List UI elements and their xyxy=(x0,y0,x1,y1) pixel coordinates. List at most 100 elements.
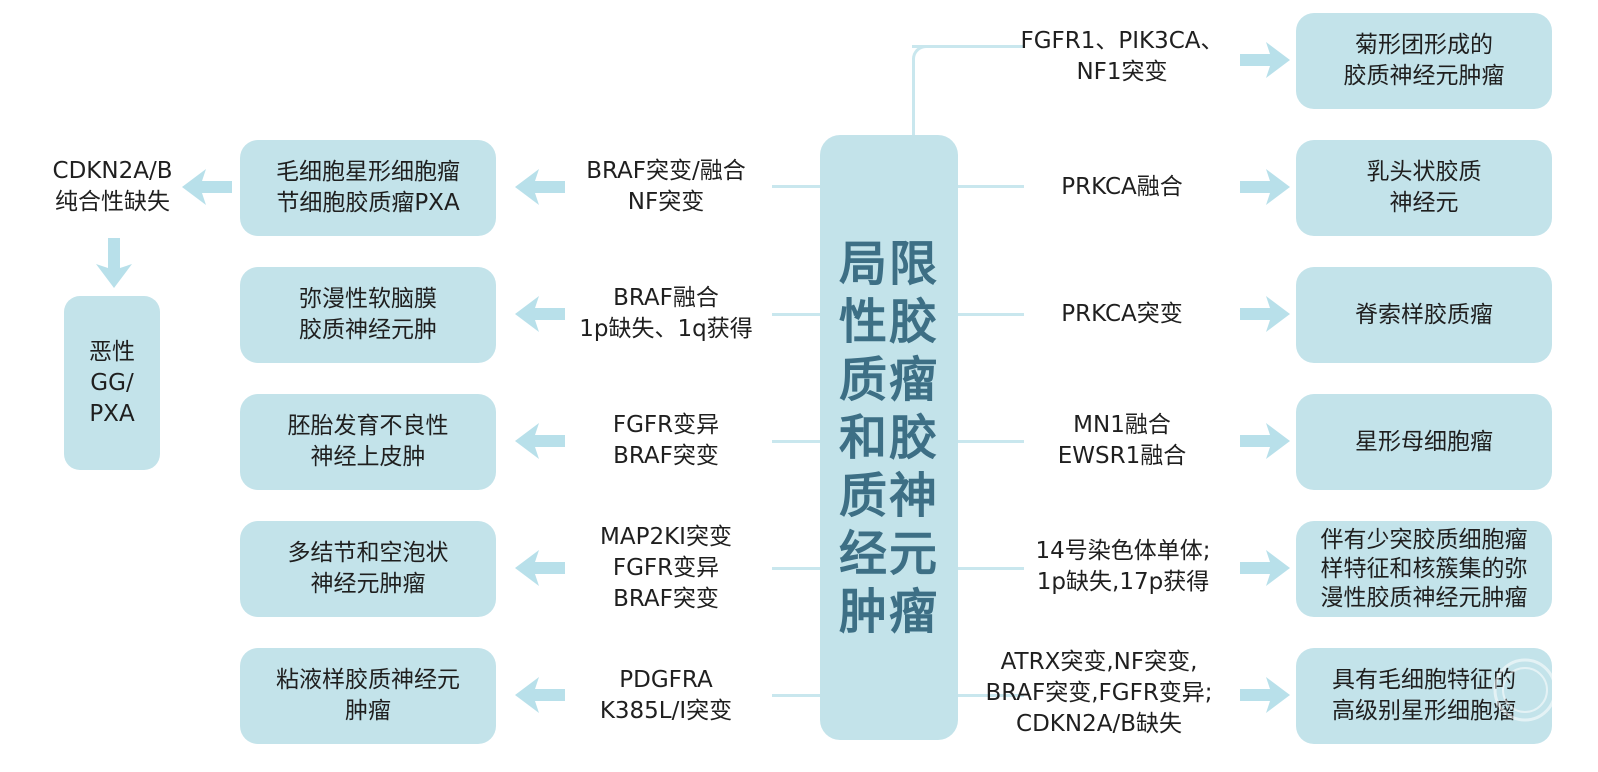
left-alteration-1-line-1: BRAF突变/融合 xyxy=(586,158,746,184)
right-alteration-2-line-1: PRKCA融合 xyxy=(1061,173,1183,200)
left-arrow-1-icon xyxy=(515,169,565,205)
left-alteration-2-line-1: BRAF融合 xyxy=(613,285,719,311)
right-box-1: 菊形团形成的 胶质神经元肿瘤 xyxy=(1296,13,1552,109)
left-alteration-5: PDGFRA K385L/I突变 xyxy=(560,664,772,728)
right-box-3: 脊索样胶质瘤 xyxy=(1296,267,1552,363)
left-box-4-line-2: 神经元肿瘤 xyxy=(310,571,426,597)
right-arrow-1-icon xyxy=(1240,42,1290,78)
right-alteration-1: FGFR1、PIK3CA、 NF1突变 xyxy=(1020,25,1223,89)
right-alteration-6-line-1: ATRX突变,NF突变, xyxy=(1000,648,1198,675)
connector-top-horizontal xyxy=(912,45,1024,48)
left-box-5-line-1: 粘液样胶质神经元 xyxy=(276,667,460,693)
right-arrow-6-icon xyxy=(1240,677,1290,713)
connector-right-5 xyxy=(958,567,1024,570)
left-alteration-4-line-2: FGFR变异 xyxy=(612,554,720,581)
left-box-2: 弥漫性软脑膜 胶质神经元肿 xyxy=(240,267,496,363)
left-alteration-3-line-1: FGFR变异 xyxy=(612,412,720,438)
center-node: 局限性胶质瘤和胶质神经元肿瘤 xyxy=(820,135,958,740)
left-alteration-1: BRAF突变/融合 NF突变 xyxy=(560,155,772,219)
left-arrow-4-icon xyxy=(515,550,565,586)
right-alteration-4-line-2: EWSR1融合 xyxy=(1057,443,1187,469)
right-box-2: 乳头状胶质 神经元 xyxy=(1296,140,1552,236)
connector-left-5 xyxy=(772,694,820,697)
left-box-1-line-1: 毛细胞星形细胞瘤 xyxy=(276,159,460,185)
left-alteration-1-line-2: NF突变 xyxy=(627,189,705,215)
right-alteration-5-line-1: 14号染色体单体; xyxy=(1035,538,1211,564)
right-box-4-line-1: 星形母细胞瘤 xyxy=(1355,428,1493,455)
malignant-box-line-1: 恶性 xyxy=(89,338,135,365)
progression-down-arrow-icon xyxy=(96,238,132,288)
left-arrow-3-icon xyxy=(515,423,565,459)
right-alteration-5: 14号染色体单体; 1p缺失,17p获得 xyxy=(1014,535,1232,599)
right-arrow-3-icon xyxy=(1240,296,1290,332)
right-alteration-4-line-1: MN1融合 xyxy=(1073,412,1171,438)
left-alteration-5-line-1: PDGFRA xyxy=(619,667,713,693)
right-arrow-5-icon xyxy=(1240,550,1290,586)
right-alteration-1-line-1: FGFR1、PIK3CA、 xyxy=(1020,28,1224,54)
left-alteration-4-line-3: BRAF突变 xyxy=(613,585,719,612)
progression-left-arrow-icon xyxy=(182,169,232,205)
connector-left-2 xyxy=(772,313,820,316)
left-arrow-2-icon xyxy=(515,296,565,332)
left-alteration-4-line-1: MAP2KI突变 xyxy=(600,523,732,550)
right-box-3-line-1: 脊索样胶质瘤 xyxy=(1355,301,1493,328)
progression-text: CDKN2A/B 纯合性缺失 xyxy=(40,155,185,219)
right-alteration-1-line-2: NF1突变 xyxy=(1076,59,1168,85)
left-box-5-line-2: 肿瘤 xyxy=(345,698,391,724)
left-arrow-5-icon xyxy=(515,677,565,713)
connector-left-1 xyxy=(772,185,820,188)
connector-left-3 xyxy=(772,440,820,443)
right-box-1-line-2: 胶质神经元肿瘤 xyxy=(1343,63,1505,89)
progression-text-line-1: CDKN2A/B xyxy=(52,158,173,184)
right-arrow-2-icon xyxy=(1240,169,1290,205)
left-box-1: 毛细胞星形细胞瘤 节细胞胶质瘤PXA xyxy=(240,140,496,236)
left-box-2-line-2: 胶质神经元肿 xyxy=(299,317,437,343)
connector-right-3 xyxy=(958,313,1024,316)
right-box-4: 星形母细胞瘤 xyxy=(1296,394,1552,490)
right-box-5-line-3: 漫性胶质神经元肿瘤 xyxy=(1320,584,1528,611)
right-alteration-5-line-2: 1p缺失,17p获得 xyxy=(1036,569,1210,595)
malignant-box-line-2: GG/ xyxy=(90,369,134,396)
left-box-5: 粘液样胶质神经元 肿瘤 xyxy=(240,648,496,744)
malignant-box: 恶性 GG/ PXA xyxy=(64,296,160,470)
left-alteration-2: BRAF融合 1p缺失、1q获得 xyxy=(560,282,772,346)
right-alteration-6-line-3: CDKN2A/B缺失 xyxy=(1016,710,1182,737)
right-arrow-4-icon xyxy=(1240,423,1290,459)
right-box-5: 伴有少突胶质细胞瘤 样特征和核簇集的弥 漫性胶质神经元肿瘤 xyxy=(1296,521,1552,617)
connector-left-4 xyxy=(772,567,820,570)
right-alteration-6-line-2: BRAF突变,FGFR变异; xyxy=(985,679,1213,706)
right-alteration-3-line-1: PRKCA突变 xyxy=(1061,300,1183,327)
left-alteration-3-line-2: BRAF突变 xyxy=(613,443,719,469)
left-alteration-2-line-2: 1p缺失、1q获得 xyxy=(579,316,753,342)
right-box-2-line-1: 乳头状胶质 xyxy=(1366,159,1482,185)
connector-right-4 xyxy=(958,440,1024,443)
left-alteration-4: MAP2KI突变 FGFR变异 BRAF突变 xyxy=(560,520,772,616)
right-alteration-2: PRKCA融合 xyxy=(1024,171,1220,203)
left-box-1-line-2: 节细胞胶质瘤PXA xyxy=(276,190,460,216)
left-box-3-line-1: 胚胎发育不良性 xyxy=(287,413,449,439)
left-box-2-line-1: 弥漫性软脑膜 xyxy=(299,286,437,312)
connector-right-2 xyxy=(958,185,1024,188)
right-alteration-4: MN1融合 EWSR1融合 xyxy=(1024,409,1220,473)
right-alteration-6: ATRX突变,NF突变, BRAF突变,FGFR变异; CDKN2A/B缺失 xyxy=(966,645,1232,741)
right-box-1-line-1: 菊形团形成的 xyxy=(1355,32,1493,58)
left-alteration-3: FGFR变异 BRAF突变 xyxy=(560,409,772,473)
watermark-logo-icon xyxy=(1493,658,1557,722)
left-box-3: 胚胎发育不良性 神经上皮肿 xyxy=(240,394,496,490)
malignant-box-line-3: PXA xyxy=(89,400,135,427)
connector-right-6 xyxy=(958,694,1024,697)
connector-top-corner xyxy=(912,45,931,64)
center-node-label: 局限性胶质瘤和胶质神经元肿瘤 xyxy=(838,235,939,640)
right-box-6-line-2: 高级别星形细胞瘤 xyxy=(1332,698,1516,724)
right-box-5-line-2: 样特征和核簇集的弥 xyxy=(1320,555,1528,582)
left-box-4: 多结节和空泡状 神经元肿瘤 xyxy=(240,521,496,617)
right-alteration-3: PRKCA突变 xyxy=(1024,298,1220,330)
right-box-6-line-1: 具有毛细胞特征的 xyxy=(1332,667,1516,693)
connector-top-vertical xyxy=(912,58,915,136)
left-alteration-5-line-2: K385L/I突变 xyxy=(599,698,733,724)
left-box-4-line-1: 多结节和空泡状 xyxy=(287,540,449,566)
right-box-5-line-1: 伴有少突胶质细胞瘤 xyxy=(1320,526,1528,553)
progression-text-line-2: 纯合性缺失 xyxy=(55,189,170,215)
right-box-2-line-2: 神经元 xyxy=(1389,190,1459,216)
left-box-3-line-2: 神经上皮肿 xyxy=(310,444,426,470)
